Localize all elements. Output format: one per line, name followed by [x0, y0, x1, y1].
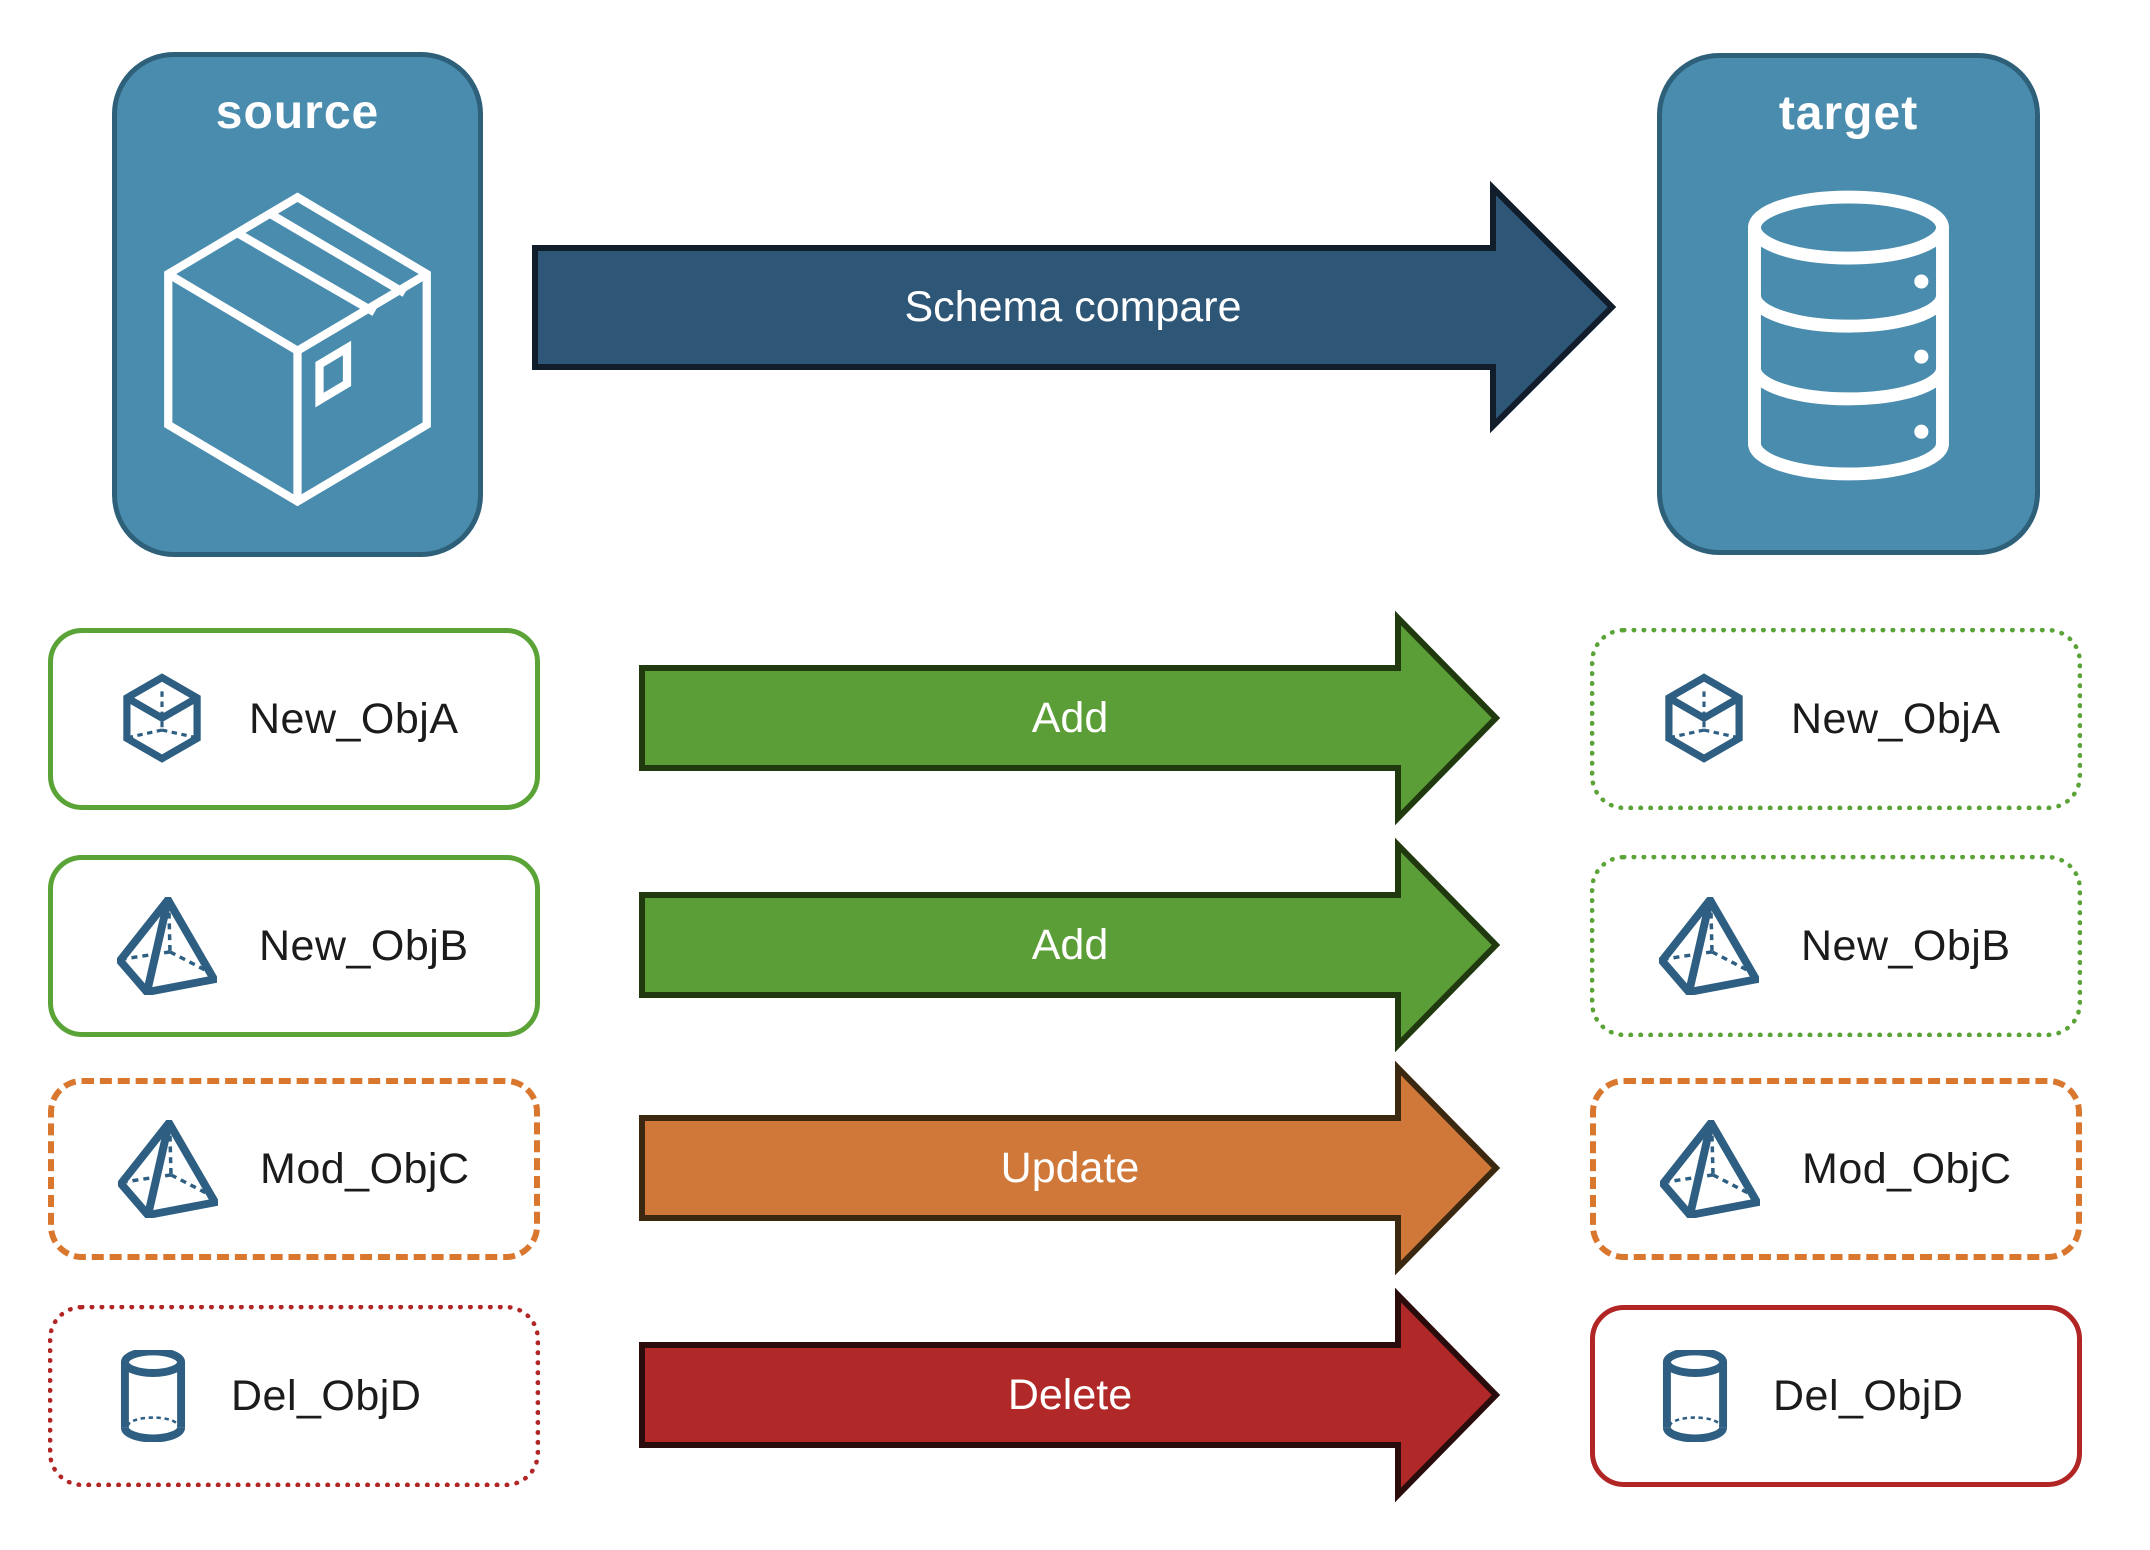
object-label: Mod_ObjC — [260, 1144, 470, 1193]
object-box-source-mod-objc: Mod_ObjC — [48, 1078, 540, 1260]
object-label: New_ObjB — [1801, 921, 2011, 970]
add-arrow: Add — [639, 837, 1501, 1053]
schema-compare-arrow: Schema compare — [532, 180, 1617, 434]
pyramid-icon — [117, 897, 217, 995]
source-title: source — [215, 86, 380, 139]
object-label: Del_ObjD — [231, 1371, 422, 1420]
delete-arrow-label: Delete — [1008, 1371, 1132, 1419]
pyramid-icon — [1659, 897, 1759, 995]
pyramid-icon — [118, 1120, 218, 1218]
object-box-target-new-objb: New_ObjB — [1590, 855, 2082, 1037]
object-box-source-new-objb: New_ObjB — [48, 855, 540, 1037]
target-title: target — [1778, 87, 1919, 140]
object-box-source-del-objd: Del_ObjD — [48, 1305, 540, 1487]
cylinder-icon — [1662, 1350, 1728, 1442]
cylinder-icon — [120, 1350, 186, 1442]
object-label: New_ObjB — [259, 921, 469, 970]
object-box-source-new-obja: New_ObjA — [48, 628, 540, 810]
database-icon — [1748, 190, 1949, 481]
object-label: Mod_ObjC — [1802, 1144, 2012, 1193]
schema-compare-label: Schema compare — [905, 283, 1242, 331]
object-box-target-new-obja: New_ObjA — [1590, 628, 2082, 810]
cube-icon — [123, 673, 201, 763]
update-arrow-label: Update — [1001, 1144, 1140, 1192]
add-arrow-label: Add — [1032, 921, 1109, 969]
delete-arrow: Delete — [639, 1287, 1501, 1503]
cube-icon — [1665, 673, 1743, 763]
pyramid-icon — [1660, 1120, 1760, 1218]
object-box-target-mod-objc: Mod_ObjC — [1590, 1078, 2082, 1260]
source-node: source — [112, 52, 483, 557]
target-node: target — [1657, 53, 2040, 555]
object-box-target-del-objd: Del_ObjD — [1590, 1305, 2082, 1487]
add-arrow-label: Add — [1032, 694, 1109, 742]
package-box-icon — [164, 192, 431, 507]
update-arrow: Update — [639, 1060, 1501, 1276]
object-label: New_ObjA — [249, 694, 459, 743]
add-arrow: Add — [639, 610, 1501, 826]
object-label: New_ObjA — [1791, 694, 2001, 743]
object-label: Del_ObjD — [1773, 1371, 1964, 1420]
